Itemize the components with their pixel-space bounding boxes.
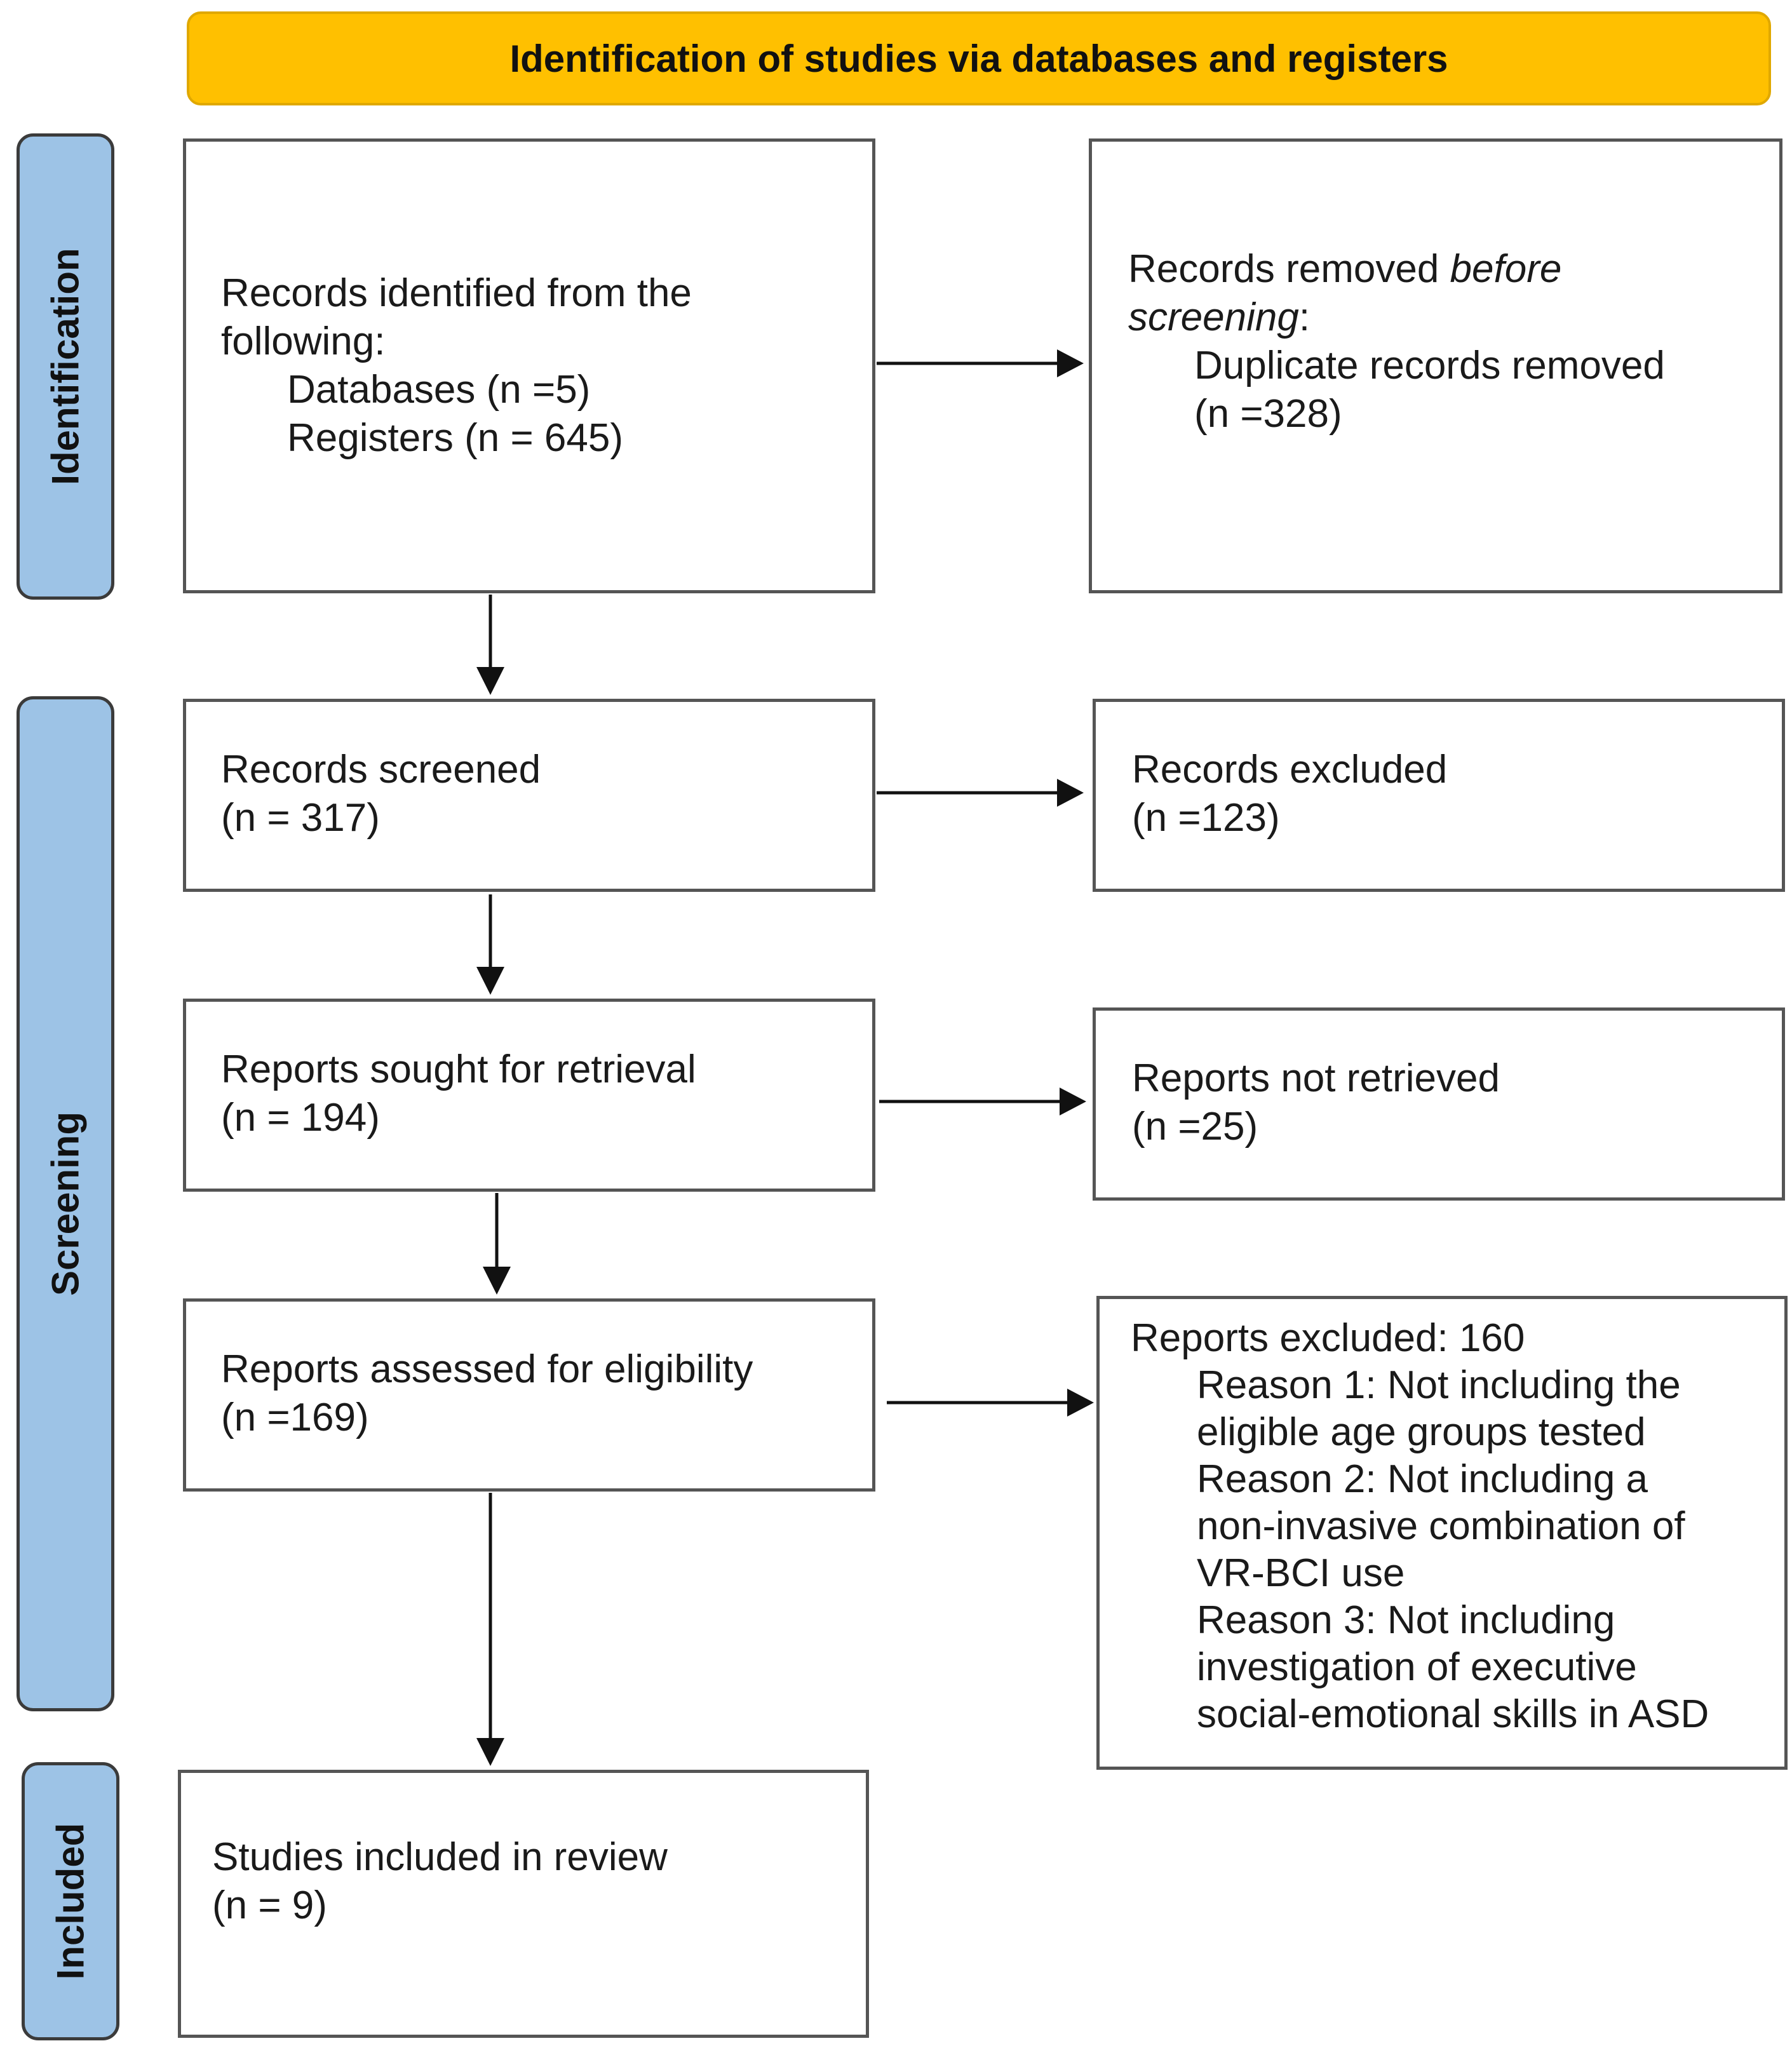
- records-removed-line2: screening:: [1128, 293, 1665, 342]
- phase-included: Included: [22, 1762, 119, 2040]
- reports-assessed-box: [183, 1298, 875, 1492]
- phase-identification: Identification: [17, 133, 114, 600]
- reason-line: social-emotional skills in ASD: [1197, 1692, 1709, 1736]
- records-identified-box: [183, 138, 875, 593]
- studies-included-box: [178, 1770, 869, 2038]
- reports-not-retrieved-count: (n =25): [1132, 1105, 1258, 1149]
- arrowhead: [476, 967, 504, 995]
- reports-sought-count: (n = 194): [221, 1096, 380, 1140]
- studies-included-text: Studies included in review (n = 9): [212, 1833, 668, 1930]
- duplicate-records-count: (n =328): [1194, 392, 1342, 436]
- reports-assessed-text: Reports assessed for eligibility (n =169…: [221, 1345, 753, 1442]
- records-screened-label: Records screened: [221, 748, 541, 792]
- duplicate-records-label: Duplicate records removed: [1194, 344, 1665, 387]
- records-screened-text: Records screened (n = 317): [221, 746, 541, 842]
- records-excluded-box: [1093, 699, 1785, 892]
- reason-line: eligible age groups tested: [1197, 1410, 1646, 1454]
- databases-count: Databases (n =5): [287, 368, 591, 412]
- reports-excluded-box: [1096, 1296, 1788, 1770]
- arrowhead: [1057, 779, 1084, 807]
- reports-sought-box: [183, 999, 875, 1192]
- records-excluded-text: Records excluded (n =123): [1132, 746, 1447, 842]
- reports-not-retrieved-box: [1093, 1007, 1785, 1201]
- records-identified-line1: Records identified from the: [221, 271, 692, 315]
- records-removed-before: before: [1450, 247, 1562, 291]
- arrowhead: [476, 667, 504, 695]
- records-identified-text: Records identified from the following: D…: [221, 269, 692, 462]
- records-removed-screening: screening: [1128, 295, 1299, 339]
- reason-line: investigation of executive: [1197, 1645, 1637, 1689]
- arrowhead: [1060, 1088, 1086, 1115]
- reports-not-retrieved-text: Reports not retrieved (n =25): [1132, 1054, 1500, 1151]
- arrowhead: [1067, 1389, 1094, 1417]
- reports-not-retrieved-label: Reports not retrieved: [1132, 1056, 1500, 1100]
- reason-line: non-invasive combination of: [1197, 1504, 1685, 1548]
- records-removed-line1: Records removed before: [1128, 245, 1665, 293]
- arrowhead: [483, 1267, 511, 1295]
- phase-screening: Screening: [17, 696, 114, 1711]
- reason-line: VR-BCI use: [1197, 1551, 1405, 1595]
- reports-assessed-count: (n =169): [221, 1396, 369, 1439]
- records-excluded-label: Records excluded: [1132, 748, 1448, 792]
- reports-excluded-header: Reports excluded: 160: [1131, 1316, 1525, 1360]
- records-removed-colon: :: [1298, 295, 1310, 339]
- records-removed-prefix: Records removed: [1128, 247, 1450, 291]
- identification-banner: Identification of studies via databases …: [187, 11, 1771, 105]
- records-screened-box: [183, 699, 875, 892]
- reports-assessed-label: Reports assessed for eligibility: [221, 1347, 753, 1391]
- reason-line: Reason 1: Not including the: [1197, 1363, 1681, 1407]
- studies-included-count: (n = 9): [212, 1883, 327, 1927]
- records-excluded-count: (n =123): [1132, 796, 1280, 840]
- studies-included-label: Studies included in review: [212, 1835, 668, 1879]
- records-identified-line2: following:: [221, 320, 386, 363]
- arrowhead: [1057, 349, 1084, 377]
- reports-sought-text: Reports sought for retrieval (n = 194): [221, 1046, 696, 1142]
- records-removed-box: [1089, 138, 1782, 593]
- registers-count: Registers (n = 645): [287, 416, 623, 460]
- reason-line: Reason 2: Not including a: [1197, 1457, 1648, 1501]
- records-removed-text: Records removed before screening: Duplic…: [1128, 245, 1665, 438]
- records-screened-count: (n = 317): [221, 796, 380, 840]
- reports-sought-label: Reports sought for retrieval: [221, 1048, 696, 1091]
- reports-excluded-text: Reports excluded: 160 Reason 1: Not incl…: [1131, 1315, 1709, 1738]
- reason-line: Reason 3: Not including: [1197, 1598, 1615, 1642]
- banner-title: Identification of studies via databases …: [509, 37, 1448, 80]
- arrowhead: [476, 1738, 504, 1766]
